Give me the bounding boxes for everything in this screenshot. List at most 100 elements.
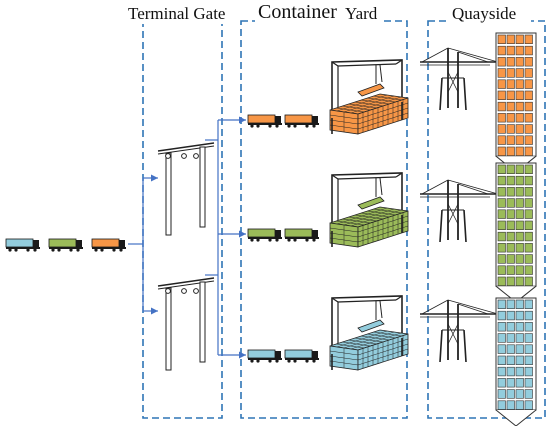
ship-container xyxy=(497,333,506,343)
ship-container xyxy=(506,243,515,253)
ship-container xyxy=(524,146,533,156)
ship-container xyxy=(506,57,515,67)
ship-container xyxy=(515,209,524,219)
green-flow-ship xyxy=(495,162,537,303)
ship-container xyxy=(524,243,533,253)
ship-container xyxy=(524,187,533,197)
ship-container xyxy=(506,220,515,230)
ship-container xyxy=(497,220,506,230)
ship-container xyxy=(506,400,515,410)
ship-container xyxy=(497,175,506,186)
ship-container xyxy=(524,79,533,89)
ship-container xyxy=(497,400,506,410)
ship-container xyxy=(515,113,524,123)
ship-container xyxy=(497,146,506,156)
ship-container xyxy=(524,220,533,230)
ship-container xyxy=(506,175,515,186)
ship-container xyxy=(506,355,515,365)
ship-container xyxy=(497,34,506,44)
ship-container xyxy=(515,135,524,145)
blue-flow-truck-1 xyxy=(247,349,282,363)
ship-container xyxy=(515,231,524,242)
ship-container xyxy=(515,355,524,365)
ship-container xyxy=(497,355,506,365)
ship-container xyxy=(497,45,506,56)
ship-container xyxy=(497,389,506,399)
blue-flow-yard-block xyxy=(329,295,409,371)
ship-container xyxy=(506,378,515,388)
green-flow-truck-2 xyxy=(284,228,319,242)
ship-container xyxy=(497,101,506,112)
ship-container xyxy=(515,175,524,186)
ship-container xyxy=(524,366,533,377)
orange-flow-yard-block xyxy=(329,59,409,135)
orange-flow-ship xyxy=(495,32,537,173)
ship-container xyxy=(524,276,533,286)
terminal-gate-label: Terminal Gate xyxy=(128,4,226,23)
ship-container xyxy=(497,164,506,174)
ship-container xyxy=(515,57,524,67)
ship-container xyxy=(524,231,533,242)
ship-container xyxy=(515,198,524,208)
ship-container xyxy=(515,344,524,354)
quayside-label: Quayside xyxy=(452,4,517,23)
ship-container xyxy=(515,299,524,309)
ship-container xyxy=(506,231,515,242)
ship-container xyxy=(524,90,533,100)
ship-container xyxy=(515,45,524,56)
blue-flow-ship xyxy=(495,297,537,427)
ship-container xyxy=(506,299,515,309)
ship-container xyxy=(497,124,506,134)
ship-container xyxy=(524,400,533,410)
ship-container xyxy=(497,254,506,264)
green-flow-truck-1 xyxy=(247,228,282,242)
title-mask-quay xyxy=(449,8,531,24)
container-yard-label-suffix: Yard xyxy=(345,4,378,23)
ship-container xyxy=(506,254,515,264)
ship-container xyxy=(515,265,524,275)
ship-container xyxy=(524,175,533,186)
queue-truck-green xyxy=(48,238,83,252)
ship-container xyxy=(506,146,515,156)
ship-container xyxy=(515,124,524,134)
queue-truck-orange xyxy=(91,238,126,252)
ship-container xyxy=(515,101,524,112)
ship-container xyxy=(515,187,524,197)
ship-container xyxy=(506,344,515,354)
ship-container xyxy=(524,310,533,321)
ship-container xyxy=(515,333,524,343)
ship-container xyxy=(515,79,524,89)
ship-container xyxy=(524,254,533,264)
ship-container xyxy=(506,113,515,123)
ship-container xyxy=(497,299,506,309)
ship-container xyxy=(515,322,524,332)
ship-container xyxy=(515,220,524,230)
ship-container xyxy=(497,344,506,354)
ship-container xyxy=(524,333,533,343)
ship-container xyxy=(515,146,524,156)
ship-container xyxy=(497,57,506,67)
blue-flow-truck-2 xyxy=(284,349,319,363)
ship-container xyxy=(497,113,506,123)
terminal-gate-zone xyxy=(142,20,223,419)
ship-container xyxy=(524,344,533,354)
ship-container xyxy=(497,265,506,275)
ship-container xyxy=(515,34,524,44)
gate-upper-icon xyxy=(157,142,215,236)
ship-container xyxy=(524,101,533,112)
container-yard-label: Container xyxy=(258,1,337,23)
ship-container xyxy=(506,34,515,44)
ship-container xyxy=(506,276,515,286)
title-mask-gate xyxy=(125,8,240,24)
ship-container xyxy=(524,34,533,44)
ship-container xyxy=(506,124,515,134)
ship-container xyxy=(524,135,533,145)
ship-container xyxy=(497,231,506,242)
blue-flow-quay-crane xyxy=(420,299,506,363)
ship-container xyxy=(524,265,533,275)
ship-container xyxy=(506,265,515,275)
ship-container xyxy=(497,198,506,208)
ship-container xyxy=(506,187,515,197)
